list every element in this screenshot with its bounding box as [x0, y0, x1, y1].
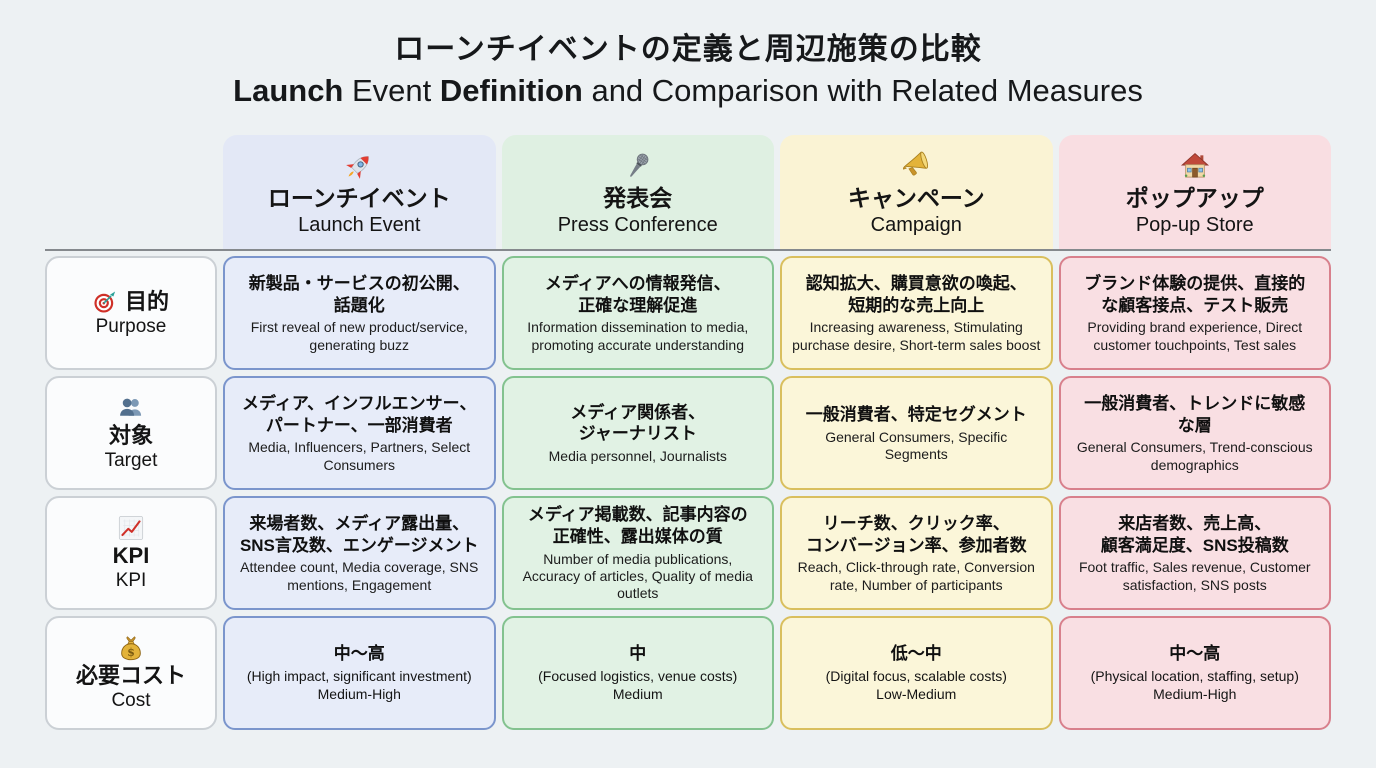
title-word-launch: Launch: [233, 73, 344, 108]
cell-text-japanese: ブランド体験の提供、直接的 な顧客接点、テスト販売: [1084, 273, 1306, 315]
cell-text-english: Reach, Click-through rate, Conversion ra…: [797, 559, 1035, 593]
cell-text-japanese: メディア関係者、 ジャーナリスト: [570, 402, 706, 444]
title-word-event: Event: [352, 73, 432, 108]
cell-target-popup-store: 一般消費者、トレンドに敏感 な層 General Consumers, Tren…: [1058, 376, 1331, 491]
column-title-japanese: ローンチイベント: [267, 185, 451, 211]
cell-kpi-press-conference: メディア掲載数、記事内容の 正確性、露出媒体の質 Number of media…: [501, 496, 774, 611]
cell-text-japanese: メディア掲載数、記事内容の 正確性、露出媒体の質: [527, 505, 748, 547]
cost-level-japanese: 中～高: [1169, 644, 1221, 664]
house-icon: [1179, 150, 1211, 182]
cell-text-japanese: メディアへの情報発信、 正確な理解促進: [544, 273, 731, 315]
cost-level-english: Medium-High: [317, 686, 401, 703]
column-title-english: Launch Event: [298, 213, 421, 236]
row-title-japanese: KPI: [112, 542, 150, 568]
column-title-japanese: 発表会: [603, 185, 673, 211]
cost-level-english: Medium-High: [1153, 686, 1237, 703]
cell-text-japanese: メディア、インフルエンサー、 パートナー、一部消費者: [242, 393, 477, 435]
column-title-japanese: ポップアップ: [1125, 185, 1264, 211]
column-header-launch-event: ローンチイベント Launch Event: [223, 135, 496, 250]
cell-text-english: Media, Influencers, Partners, Select Con…: [248, 439, 471, 473]
row-label-purpose: 目的 Purpose: [45, 256, 217, 371]
column-title-english: Press Conference: [557, 213, 718, 236]
chart-increasing-icon: [117, 514, 145, 542]
title-word-definition: Definition: [439, 73, 583, 108]
cell-text-japanese: 来店者数、売上高、 顧客満足度、SNS投稿数: [1100, 513, 1289, 555]
cell-text-japanese: 一般消費者、特定セグメント: [805, 404, 1027, 424]
cell-text-english: Information dissemination to media, prom…: [527, 319, 749, 353]
header-separator-line: [45, 249, 1331, 252]
cell-cost-popup-store: 中～高 (Physical location, staffing, setup)…: [1058, 616, 1331, 731]
row-label-cost: $ 必要コスト Cost: [45, 616, 217, 731]
cell-text-english: Providing brand experience, Direct custo…: [1087, 319, 1303, 353]
cell-purpose-popup-store: ブランド体験の提供、直接的 な顧客接点、テスト販売 Providing bran…: [1058, 256, 1331, 371]
column-header-row: ローンチイベント Launch Event 発表会 Press Conferen…: [45, 135, 1331, 250]
cost-detail: (High impact, significant investment): [246, 667, 472, 684]
cell-text-japanese: 来場者数、メディア露出量、 SNS言及数、エンゲージメント: [239, 513, 479, 555]
target-icon: [93, 288, 119, 314]
money-bag-icon: $: [117, 634, 145, 662]
row-title-english: KPI: [115, 570, 147, 592]
cell-text-english: Number of media publications, Accuracy o…: [522, 550, 753, 602]
row-title-japanese: 対象: [108, 422, 153, 448]
cell-text-japanese: 新製品・サービスの初公開、 話題化: [248, 273, 470, 315]
comparison-table-body: 目的 Purpose 新製品・サービスの初公開、 話題化 First revea…: [45, 256, 1331, 731]
corner-spacer: [45, 135, 217, 249]
cell-cost-launch-event: 中～高 (High impact, significant investment…: [223, 616, 496, 731]
column-title-english: Pop-up Store: [1135, 213, 1254, 236]
row-title-english: Purpose: [95, 316, 167, 338]
rocket-icon: [343, 150, 375, 182]
cell-target-launch-event: メディア、インフルエンサー、 パートナー、一部消費者 Media, Influe…: [223, 376, 496, 491]
cost-detail: (Focused logistics, venue costs): [538, 667, 738, 684]
row-title-english: Target: [104, 450, 158, 472]
cost-detail: (Physical location, staffing, setup): [1090, 667, 1299, 684]
cell-text-japanese: 認知拡大、購買意欲の喚起、 短期的な売上向上: [805, 273, 1027, 315]
cell-cost-campaign: 低～中 (Digital focus, scalable costs) Low-…: [780, 616, 1053, 731]
column-header-campaign: キャンペーン Campaign: [780, 135, 1053, 250]
cell-purpose-campaign: 認知拡大、購買意欲の喚起、 短期的な売上向上 Increasing awaren…: [780, 256, 1053, 371]
cell-purpose-press-conference: メディアへの情報発信、 正確な理解促進 Information dissemin…: [501, 256, 774, 371]
cell-kpi-campaign: リーチ数、クリック率、 コンバージョン率、参加者数 Reach, Click-t…: [780, 496, 1053, 611]
column-title-english: Campaign: [870, 213, 962, 236]
cell-purpose-launch-event: 新製品・サービスの初公開、 話題化 First reveal of new pr…: [223, 256, 496, 371]
page-title-english: Launch Event Definition and Comparison w…: [0, 71, 1376, 111]
cell-kpi-launch-event: 来場者数、メディア露出量、 SNS言及数、エンゲージメント Attendee c…: [223, 496, 496, 611]
cell-target-campaign: 一般消費者、特定セグメント General Consumers, Specifi…: [780, 376, 1053, 491]
column-header-popup-store: ポップアップ Pop-up Store: [1058, 135, 1331, 250]
cell-text-english: General Consumers, Specific Segments: [825, 428, 1008, 462]
cell-text-english: First reveal of new product/service, gen…: [250, 319, 468, 353]
cost-level-japanese: 中: [629, 644, 647, 664]
cell-text-english: General Consumers, Trend-conscious demog…: [1076, 439, 1313, 473]
title-rest: and Comparison with Related Measures: [591, 73, 1143, 108]
row-label-target: 対象 Target: [45, 376, 217, 491]
cell-text-english: Attendee count, Media coverage, SNS ment…: [240, 559, 479, 593]
cell-text-english: Foot traffic, Sales revenue, Customer sa…: [1078, 559, 1311, 593]
cell-kpi-popup-store: 来店者数、売上高、 顧客満足度、SNS投稿数 Foot traffic, Sal…: [1058, 496, 1331, 611]
cell-text-japanese: リーチ数、クリック率、 コンバージョン率、参加者数: [805, 513, 1027, 555]
cell-text-english: Media personnel, Journalists: [548, 448, 727, 464]
column-header-press-conference: 発表会 Press Conference: [501, 135, 774, 250]
title-block: ローンチイベントの定義と周辺施策の比較 Launch Event Definit…: [0, 0, 1376, 111]
cost-level-japanese: 低～中: [890, 644, 942, 664]
row-title-japanese: 目的: [124, 288, 169, 314]
row-title-english: Cost: [111, 690, 151, 712]
cell-text-english: Increasing awareness, Stimulating purcha…: [792, 319, 1041, 353]
microphone-icon: [622, 150, 654, 182]
megaphone-icon: [900, 150, 932, 182]
cost-detail: (Digital focus, scalable costs): [825, 667, 1007, 684]
column-title-japanese: キャンペーン: [847, 185, 985, 211]
cell-cost-press-conference: 中 (Focused logistics, venue costs) Mediu…: [501, 616, 774, 731]
people-icon: [117, 394, 145, 422]
row-title-japanese: 必要コスト: [75, 662, 186, 688]
row-label-kpi: KPI KPI: [45, 496, 217, 611]
cost-level-english: Low-Medium: [876, 686, 957, 703]
cost-level-japanese: 中～高: [333, 644, 385, 664]
cost-level-english: Medium: [612, 686, 663, 703]
cell-text-japanese: 一般消費者、トレンドに敏感 な層: [1084, 393, 1306, 435]
cell-target-press-conference: メディア関係者、 ジャーナリスト Media personnel, Journa…: [501, 376, 774, 491]
page-title-japanese: ローンチイベントの定義と周辺施策の比較: [394, 33, 982, 66]
svg-text:$: $: [127, 646, 135, 659]
